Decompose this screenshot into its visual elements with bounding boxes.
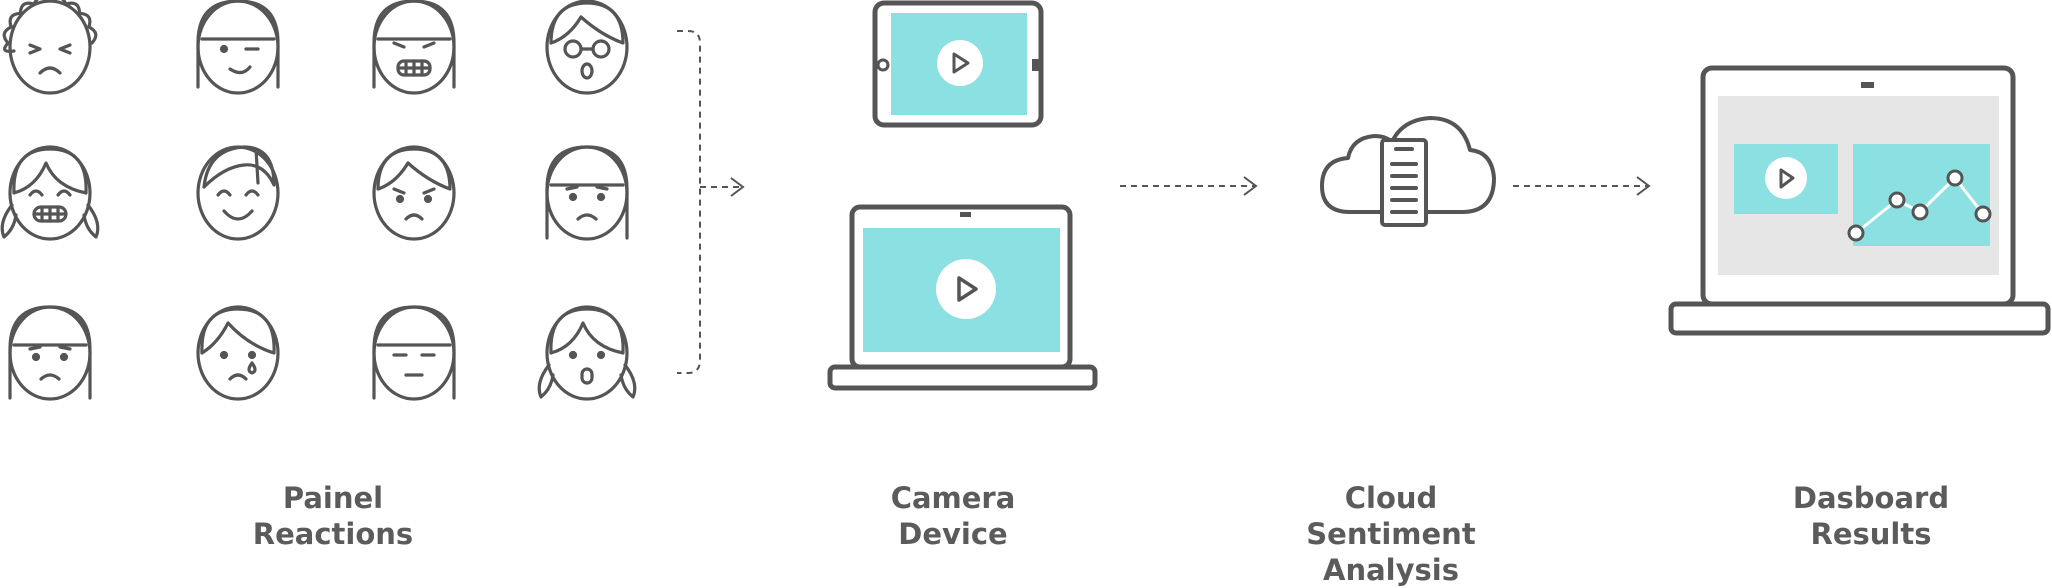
step-label-line: Reactions (252, 517, 414, 551)
panel-faces-grid (0, 0, 637, 401)
laptop-icon (827, 204, 1098, 391)
face-disgust-icon (2, 0, 98, 95)
play-icon (1765, 157, 1807, 199)
arrow-panel-to-camera (700, 177, 745, 197)
step-label-line: Painel (282, 481, 384, 515)
face-grin-icon (0, 145, 100, 241)
step-label-cloud: Cloud Sentiment Analysis (1231, 480, 1551, 588)
step-label-panel: Painel Reactions (173, 480, 493, 552)
step-label-line: Device (898, 517, 1008, 551)
dashboard-laptop-icon (1668, 65, 2051, 336)
arrow-camera-to-cloud (1120, 176, 1258, 196)
face-grimace-icon (372, 0, 456, 95)
face-sad-icon (8, 305, 92, 401)
face-surprise-glasses-icon (545, 0, 629, 95)
step-label-line: Results (1810, 517, 1932, 551)
step-label-dashboard: Dasboard Results (1711, 480, 2031, 552)
panel-bracket (677, 30, 701, 374)
face-wink-tongue-icon (196, 0, 280, 95)
play-icon (937, 40, 983, 86)
face-shocked-icon (537, 305, 637, 401)
step-label-line: Cloud (1344, 481, 1438, 515)
tablet-icon (872, 0, 1044, 128)
face-sad-icon (545, 145, 629, 241)
play-icon (936, 259, 996, 319)
face-angry-icon (372, 145, 456, 241)
step-label-line: Analysis (1323, 553, 1459, 587)
step-label-camera: Camera Device (793, 480, 1113, 552)
step-label-line: Dasboard (1792, 481, 1950, 515)
face-meh-icon (372, 305, 456, 401)
step-label-line: Sentiment (1306, 517, 1476, 551)
cloud-server-icon (1320, 116, 1496, 227)
face-crying-icon (196, 305, 280, 401)
step-label-line: Camera (890, 481, 1016, 515)
arrow-cloud-to-dashboard (1513, 176, 1651, 196)
face-happy-icon (196, 145, 280, 241)
